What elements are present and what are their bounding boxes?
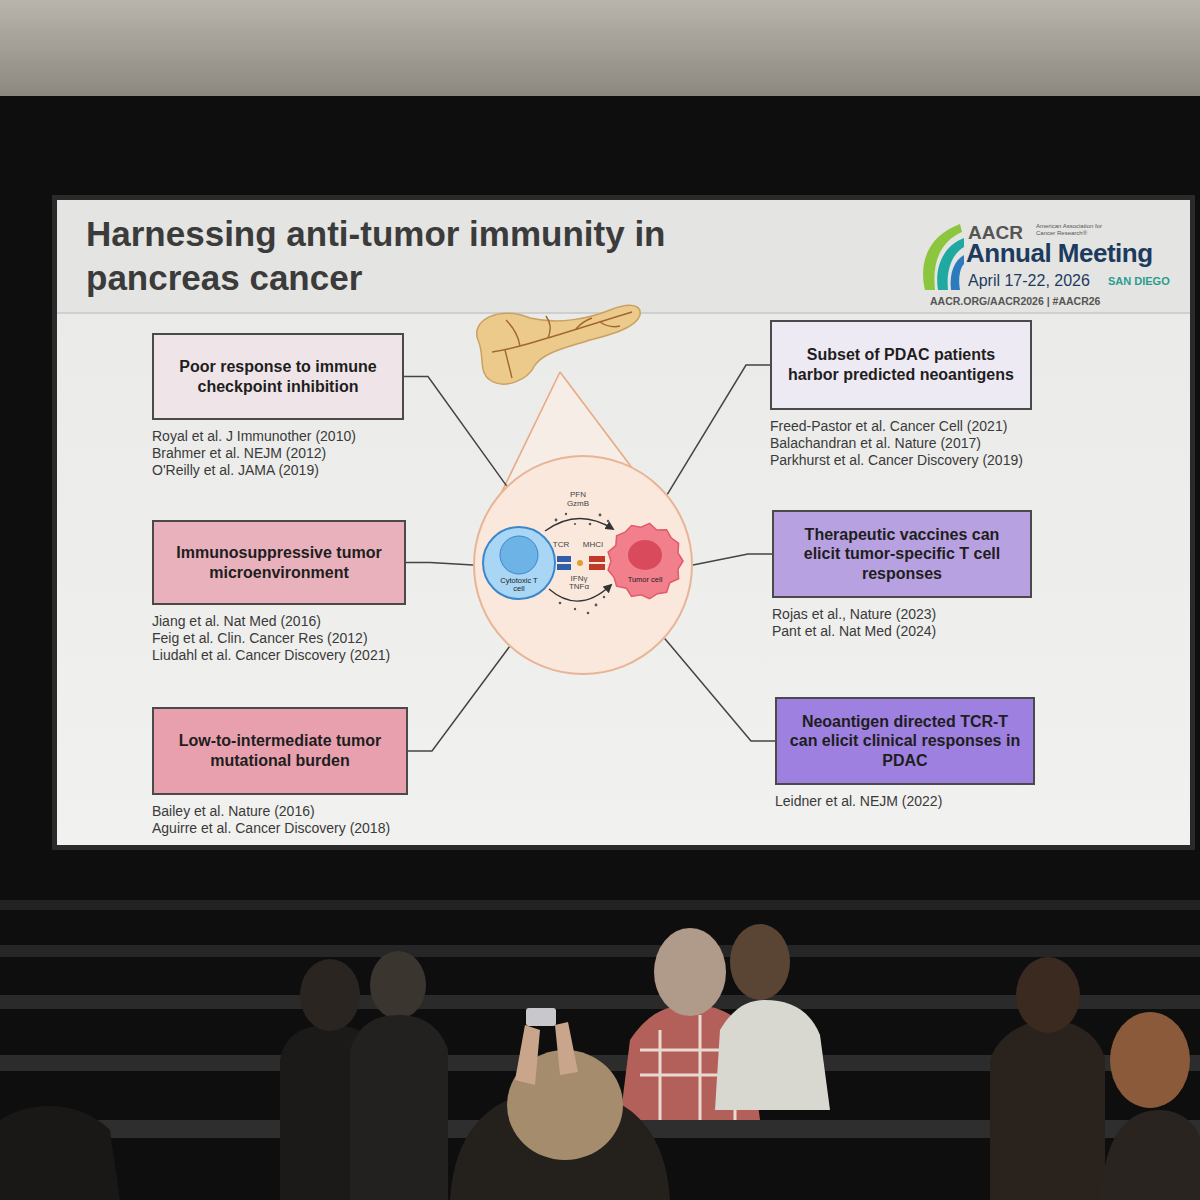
cytotoxic-arrow: [545, 518, 613, 531]
process-box: Therapeutic vaccines can elicit tumor-sp…: [772, 510, 1032, 598]
cell-nucleus: [628, 540, 662, 570]
cell-label: MHCI: [577, 541, 609, 550]
process-box: Subset of PDAC patients harbor predicted…: [770, 320, 1032, 410]
reference-citation: Liudahl et al. Cancer Discovery (2021): [152, 647, 390, 664]
reference-citation: Parkhurst et al. Cancer Discovery (2019): [770, 452, 1023, 469]
pancreas-vessels: [492, 312, 632, 378]
cell-nucleus: [500, 536, 538, 574]
connector-line: [408, 647, 509, 751]
cell-membrane: [483, 527, 555, 599]
reference-citation: Jiang et al. Nat Med (2016): [152, 613, 321, 630]
reference-citation: Balachandran et al. Nature (2017): [770, 435, 981, 452]
connector-line: [693, 554, 772, 565]
reference-citation: Bailey et al. Nature (2016): [152, 803, 315, 820]
connector-line: [404, 377, 507, 486]
reference-citation: Brahmer et al. NEJM (2012): [152, 445, 326, 462]
cell-label: PFN: [561, 491, 595, 500]
circle-border: [474, 456, 692, 674]
logo-swoosh: [937, 238, 964, 290]
granule-dots: [555, 513, 610, 615]
tumor-cell: Tumor cell: [605, 521, 685, 601]
wall: [0, 0, 1200, 96]
connector-line: [406, 563, 473, 566]
title-band: [57, 200, 1190, 313]
process-box: Immunosuppressive tumor microenvironment: [152, 520, 406, 605]
connector-line: [665, 639, 775, 741]
zoom-circle: PFNGzmBTCRMHCIIFNγTNFαCytotoxic T cellTu…: [473, 455, 693, 675]
reference-citation: Aguirre et al. Cancer Discovery (2018): [152, 820, 390, 837]
connector-line: [667, 365, 770, 494]
cell-membrane: [608, 523, 683, 598]
receptor-pair: [557, 556, 605, 570]
slide-title: Harnessing anti-tumor immunity in pancre…: [86, 212, 806, 300]
box-text: Therapeutic vaccines can elicit tumor-sp…: [786, 525, 1018, 584]
logo-text: Annual Meeting: [966, 239, 1153, 269]
logo-swoosh: [951, 255, 964, 290]
box-text: Subset of PDAC patients harbor predicted…: [784, 345, 1018, 384]
audience: [0, 900, 1200, 1200]
cell-label: GzmB: [561, 500, 595, 509]
node-outline: [605, 521, 685, 601]
logo-text: SAN DIEGO: [1108, 275, 1170, 288]
process-box: Poor response to immune checkpoint inhib…: [152, 333, 404, 420]
reference-citation: Rojas et al., Nature (2023): [772, 606, 936, 623]
logo-text: American Association for Cancer Research…: [1036, 223, 1106, 237]
process-box: Low-to-intermediate tumor mutational bur…: [152, 707, 408, 795]
box-text: Low-to-intermediate tumor mutational bur…: [166, 731, 394, 770]
cell-label: TNFα: [563, 583, 595, 592]
logo-text: AACR.ORG/AACR2026 | #AACR26: [930, 295, 1100, 307]
screen-glow: [52, 195, 1195, 850]
logo-text: April 17-22, 2026: [968, 272, 1090, 290]
reference-citation: Feig et al. Clin. Cancer Res (2012): [152, 630, 368, 647]
reference-citation: Pant et al. Nat Med (2024): [772, 623, 936, 640]
reference-citation: O'Reilly et al. JAMA (2019): [152, 462, 319, 479]
box-text: Immunosuppressive tumor microenvironment: [166, 543, 392, 582]
reference-citation: Leidner et al. NEJM (2022): [775, 793, 942, 810]
t-cell: Cytotoxic T cell: [481, 525, 557, 601]
slide: [57, 200, 1190, 845]
box-text: Neoantigen directed TCR-T can elicit cli…: [789, 712, 1021, 771]
reference-citation: Freed-Pastor et al. Cancer Cell (2021): [770, 418, 1007, 435]
cell-label: Cytotoxic T cell: [495, 577, 543, 594]
cell-label: Tumor cell: [615, 576, 675, 584]
pancreas: [477, 305, 640, 384]
zoom-disk: [474, 456, 692, 674]
process-box: Neoantigen directed TCR-T can elicit cli…: [775, 697, 1035, 785]
reference-citation: Royal et al. J Immunother (2010): [152, 428, 356, 445]
box-text: Poor response to immune checkpoint inhib…: [166, 357, 390, 396]
